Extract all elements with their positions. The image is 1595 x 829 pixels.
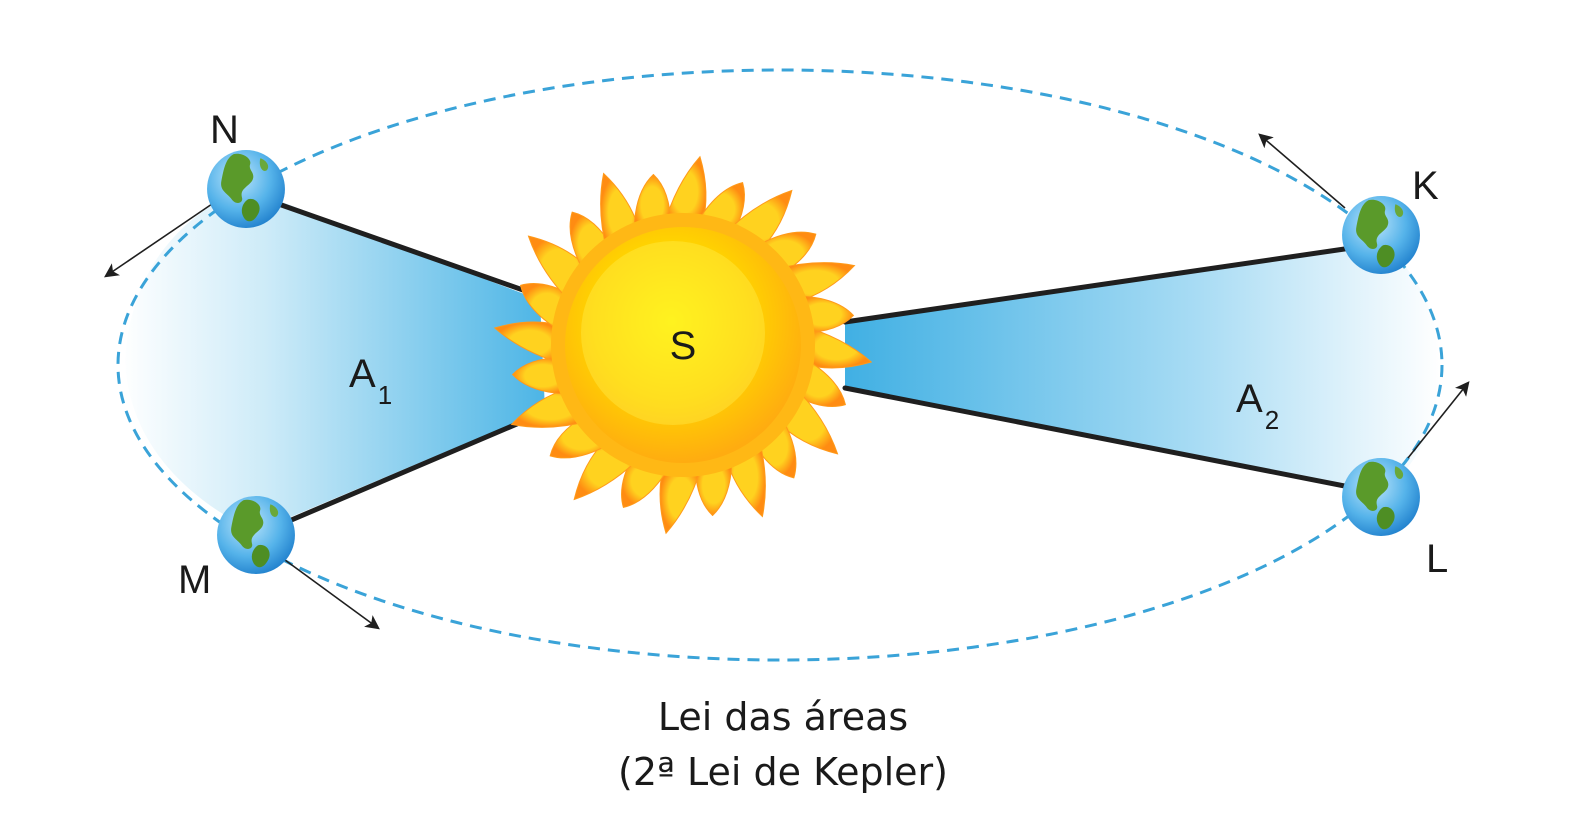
caption-title: Lei das áreas — [658, 695, 908, 739]
earth-icon-k — [1342, 196, 1420, 274]
orbit-ellipse — [116, 68, 1444, 662]
velocity-arrows — [104, 133, 1470, 630]
area-label-a2: A2 — [1236, 377, 1279, 435]
earth-icon-n — [207, 150, 285, 228]
area-label-a1: A1 — [349, 352, 392, 410]
earth-icon-l — [1342, 458, 1420, 536]
sun-core — [565, 227, 801, 463]
radius-line-l — [842, 385, 1368, 493]
area-label-a2-letter: A — [1236, 377, 1263, 421]
radius-line-k — [842, 243, 1368, 325]
planet-label-l: L — [1426, 537, 1448, 581]
planet-label-k: K — [1412, 164, 1439, 208]
velocity-arrow-l — [1407, 381, 1470, 459]
area-a1-sector — [125, 188, 545, 532]
planet-label-n: N — [210, 108, 239, 152]
sun-label: S — [670, 324, 697, 368]
area-label-a1-letter: A — [349, 352, 376, 396]
area-label-a2-sub: 2 — [1265, 405, 1279, 435]
sun: S — [493, 155, 873, 535]
radius-lines — [267, 198, 1368, 527]
area-a2-sector — [845, 244, 1440, 492]
velocity-arrow-k — [1258, 133, 1346, 209]
planet-label-m: M — [178, 558, 211, 602]
area-label-a1-sub: 1 — [378, 380, 392, 410]
sun-highlight — [581, 241, 765, 425]
caption-subtitle: (2ª Lei de Kepler) — [618, 750, 948, 794]
velocity-arrow-m — [284, 559, 380, 630]
velocity-arrow-n — [104, 203, 213, 278]
radius-line-m — [279, 409, 548, 527]
radius-line-n — [267, 198, 543, 299]
earth-icon-m — [217, 496, 295, 574]
